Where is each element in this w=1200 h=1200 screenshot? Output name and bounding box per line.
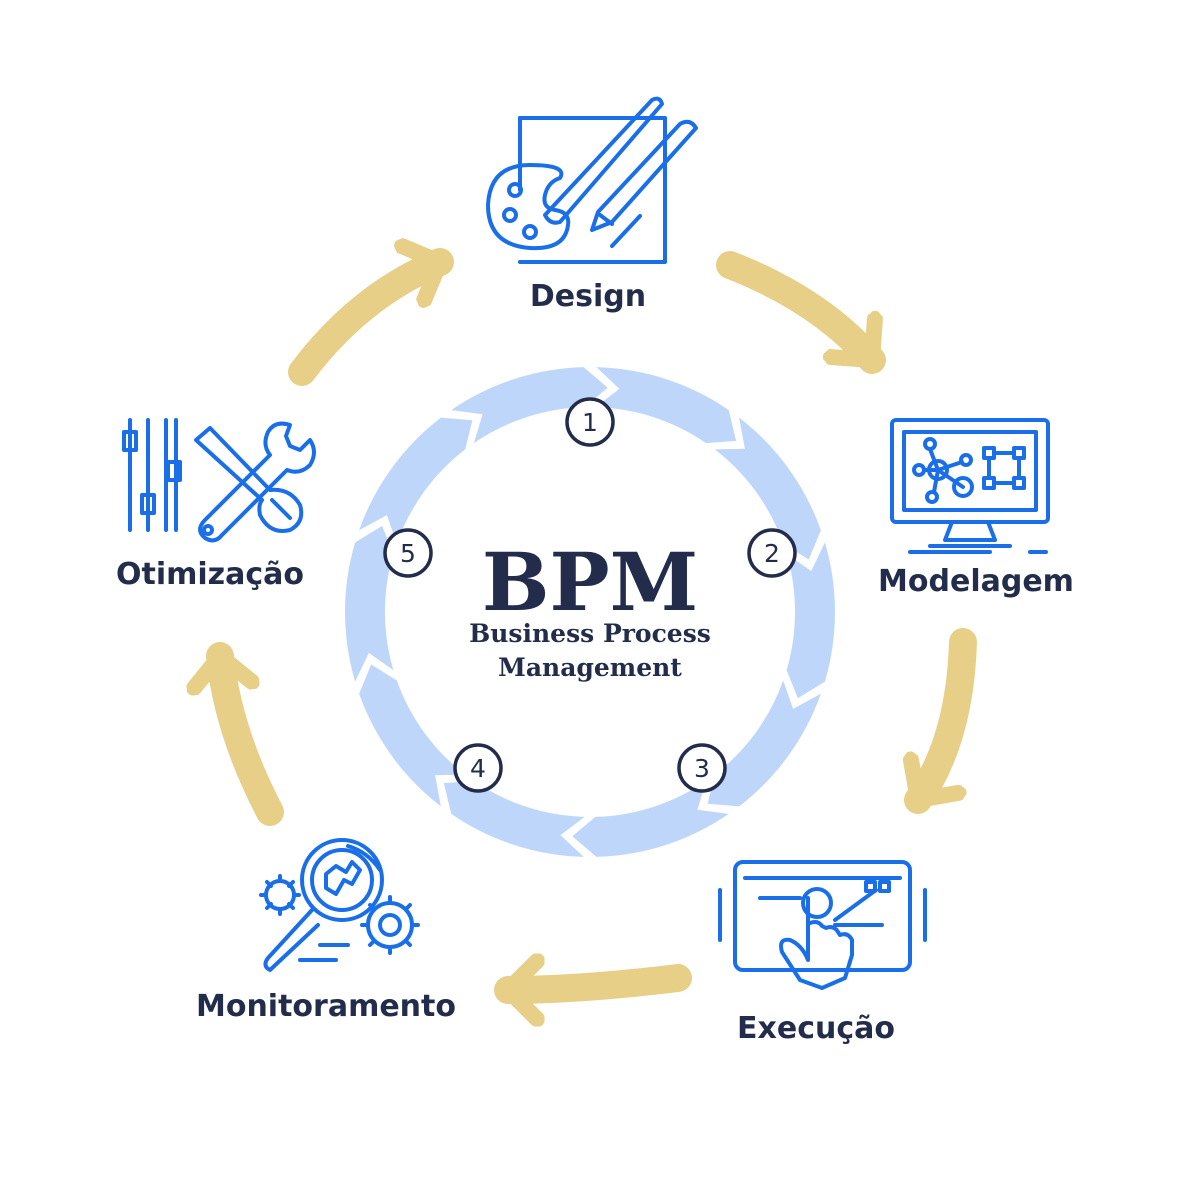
step-number-1: 1 (565, 397, 615, 447)
inner-cycle-ring (345, 367, 835, 857)
step-label-execucao: Execução (737, 1011, 895, 1046)
ring-segment (572, 780, 729, 857)
magnifier-gears-icon (259, 838, 420, 972)
step-number-3-text: 3 (694, 754, 710, 783)
arrow-monitoramento-to-otimizacao (220, 642, 284, 826)
ring-segment (451, 367, 608, 444)
ring-segment (359, 664, 466, 807)
step-label-otimizacao: Otimização (116, 557, 304, 592)
arrow-otimizacao-to-design (288, 262, 454, 386)
step-number-4: 4 (453, 743, 503, 793)
ring-segment (707, 680, 821, 807)
step-number-5: 5 (383, 528, 433, 578)
step-number-2: 2 (747, 528, 797, 578)
arrow-execucao-to-monitoramento (494, 978, 692, 990)
ring-segment (714, 417, 821, 560)
step-label-monitoramento: Monitoramento (196, 989, 456, 1024)
step-number-3: 3 (677, 743, 727, 793)
arrow-design-to-modelagem (716, 251, 886, 374)
ring-segment (786, 542, 835, 699)
step-number-2-text: 2 (764, 539, 780, 568)
ring-segment (359, 417, 473, 544)
step-label-modelagem: Modelagem (878, 564, 1074, 599)
touchscreen-hand-icon (718, 860, 927, 990)
step-number-5-text: 5 (400, 539, 416, 568)
monitor-diagram-icon (890, 418, 1050, 554)
tools-sliders-icon (122, 418, 316, 543)
step-number-4-text: 4 (470, 754, 486, 783)
center-subtitle-line1: Business Process (469, 619, 711, 648)
arrow-modelagem-to-execucao (918, 628, 977, 814)
step-number-1-text: 1 (582, 408, 598, 437)
center-subtitle-line2: Management (498, 653, 682, 682)
center-acronym: BPM (482, 535, 698, 629)
step-label-design: Design (530, 279, 646, 314)
ring-segment (345, 525, 394, 682)
ring-segment (443, 780, 585, 857)
palette-pencil-icon (486, 96, 698, 264)
outer-cycle-arrows (220, 251, 977, 990)
ring-segment (595, 367, 737, 444)
